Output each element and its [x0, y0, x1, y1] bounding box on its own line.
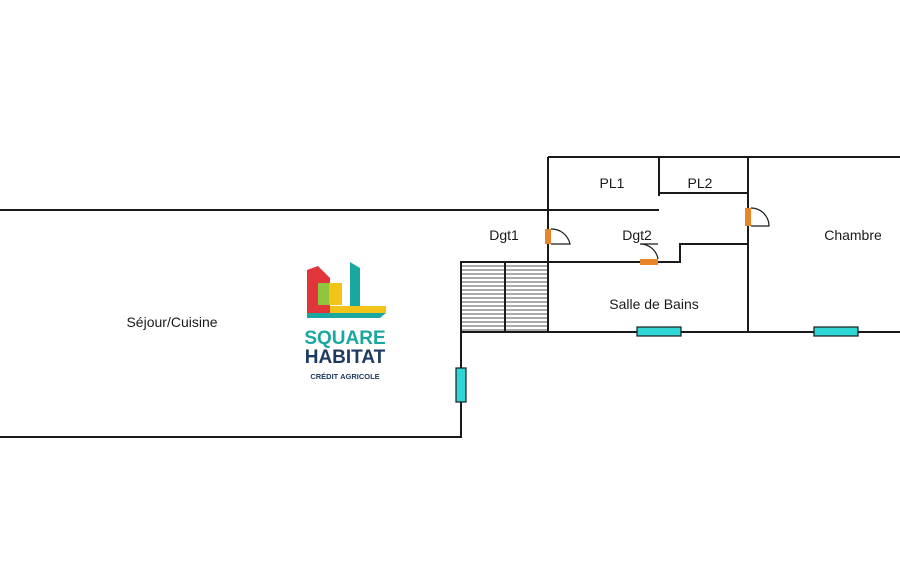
- label-pl1: PL1: [600, 175, 625, 191]
- logo-line1: SQUARE: [304, 328, 385, 349]
- label-sejour: Séjour/Cuisine: [126, 314, 217, 330]
- label-dgt2: Dgt2: [622, 227, 652, 243]
- door-chambre: [745, 207, 770, 227]
- logo-icon: [307, 262, 386, 318]
- stairs: [461, 262, 548, 332]
- doors: [545, 207, 770, 265]
- label-chambre: Chambre: [824, 227, 882, 243]
- windows: [455, 326, 859, 403]
- wall-stairs: [460, 262, 548, 333]
- label-salle-de-bains: Salle de Bains: [609, 296, 699, 312]
- square-habitat-logo: SQUARE HABITAT CRÉDIT AGRICOLE: [304, 262, 386, 381]
- label-dgt1: Dgt1: [489, 227, 519, 243]
- door-dgt2: [639, 243, 659, 265]
- label-pl2: PL2: [688, 175, 713, 191]
- wall-sejour: [0, 209, 548, 438]
- window-chambre: [813, 326, 859, 337]
- window-salle-de-bains: [636, 326, 682, 337]
- window-sejour: [455, 367, 467, 403]
- wall-sdb-top: [548, 243, 748, 263]
- walls: [0, 156, 900, 438]
- door-dgt1: [545, 228, 571, 245]
- logo-line3: CRÉDIT AGRICOLE: [310, 372, 379, 381]
- logo-line2: HABITAT: [305, 347, 386, 368]
